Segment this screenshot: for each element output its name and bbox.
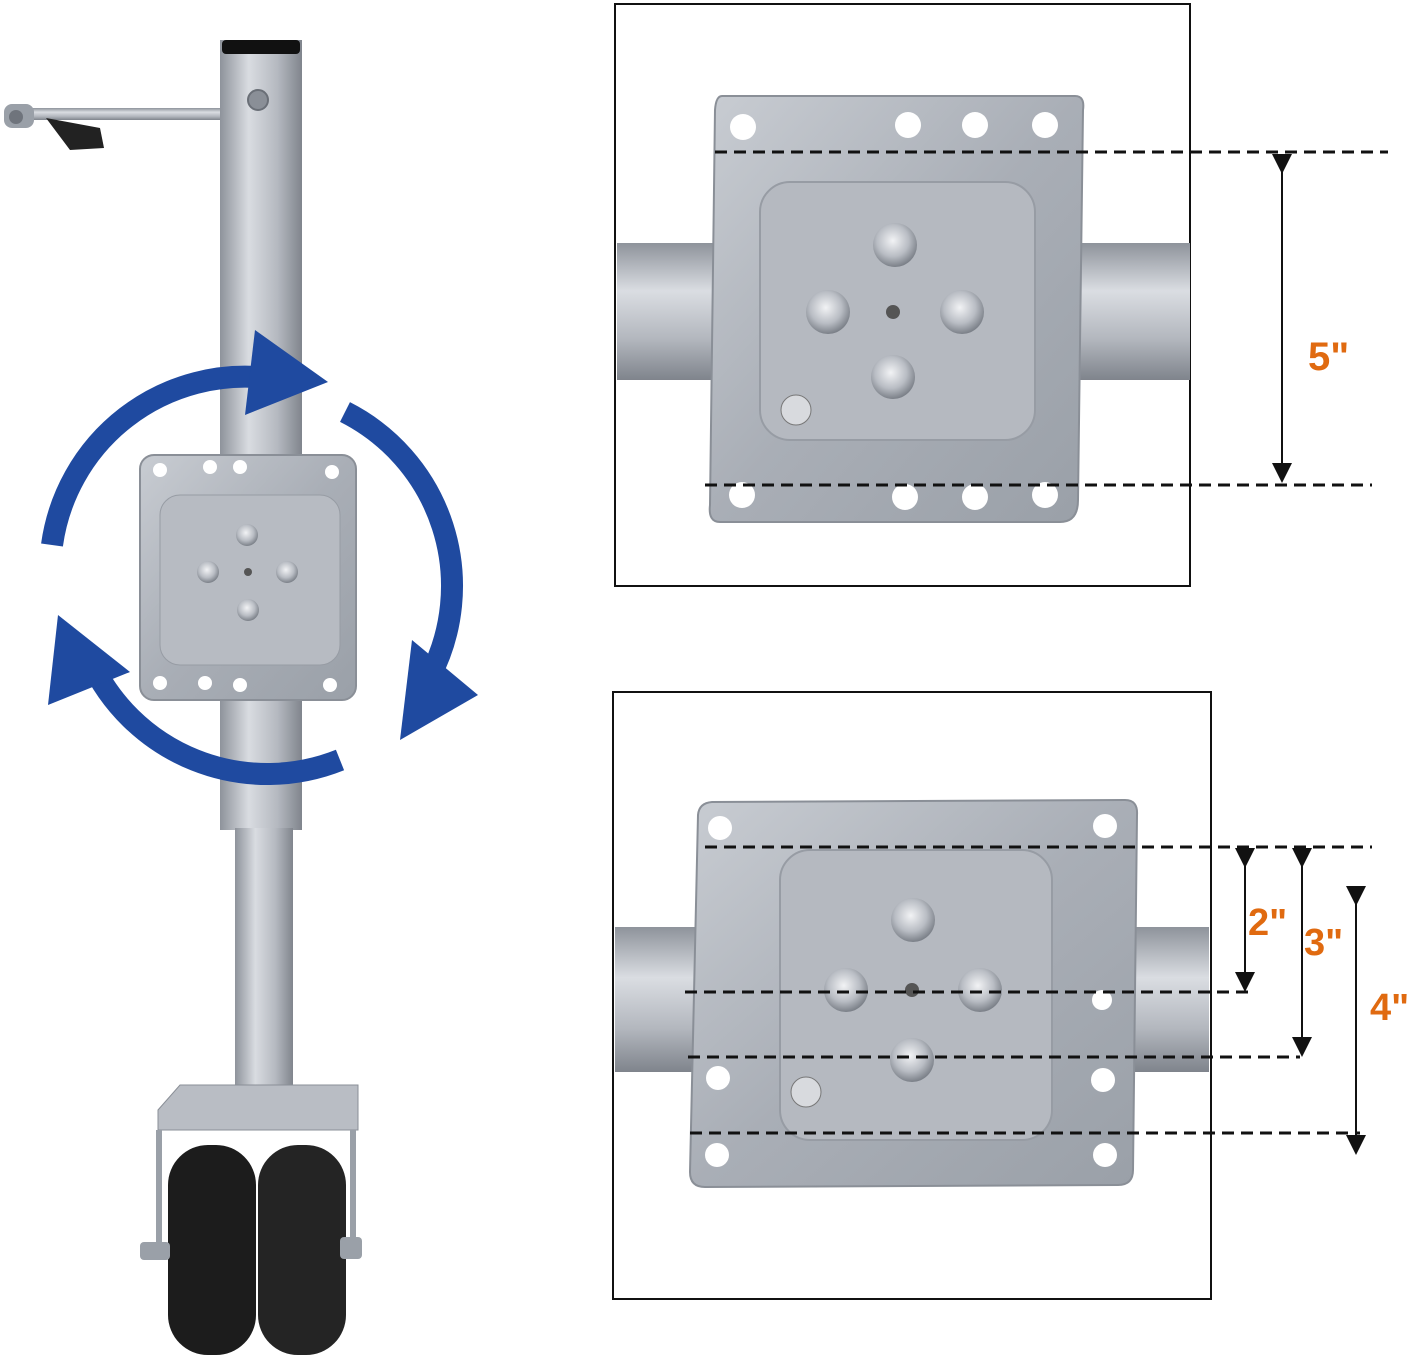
dimension-label-3in: 3" — [1304, 922, 1343, 964]
bottom-detail-panel: 2" 3" 4" — [612, 691, 1409, 1300]
dimension-label-2in: 2" — [1248, 902, 1287, 944]
dimension-label-5in: 5" — [1308, 335, 1349, 379]
trailer-jack — [4, 40, 478, 1355]
wheel-bracket — [156, 1084, 359, 1250]
jack-inner-tube — [235, 828, 293, 1108]
dual-wheels — [140, 1145, 362, 1355]
top-detail-panel: 5" — [614, 3, 1388, 587]
rotation-arrowheads — [48, 330, 478, 740]
jack-upper-tube — [220, 40, 302, 830]
dimension-label-4in: 4" — [1370, 987, 1409, 1029]
jack-handle — [4, 104, 225, 150]
jack-mounting-plate — [139, 454, 357, 701]
rotation-arrows-icon — [41, 365, 463, 785]
